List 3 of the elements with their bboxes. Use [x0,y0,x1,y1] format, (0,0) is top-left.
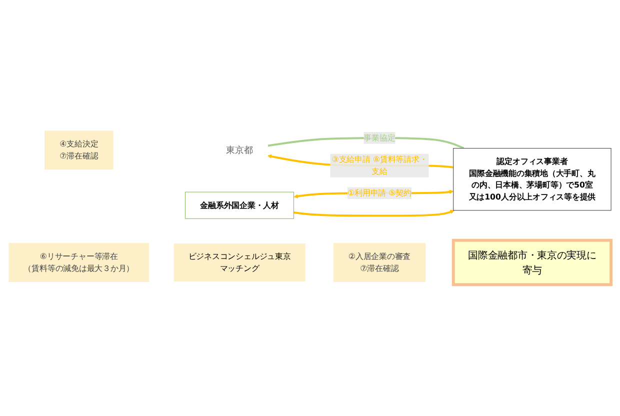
arrow [294,210,455,217]
node-box: 国際金融都市・東京の実現に寄与 [452,239,613,286]
node-text: 東京都 [226,145,253,156]
